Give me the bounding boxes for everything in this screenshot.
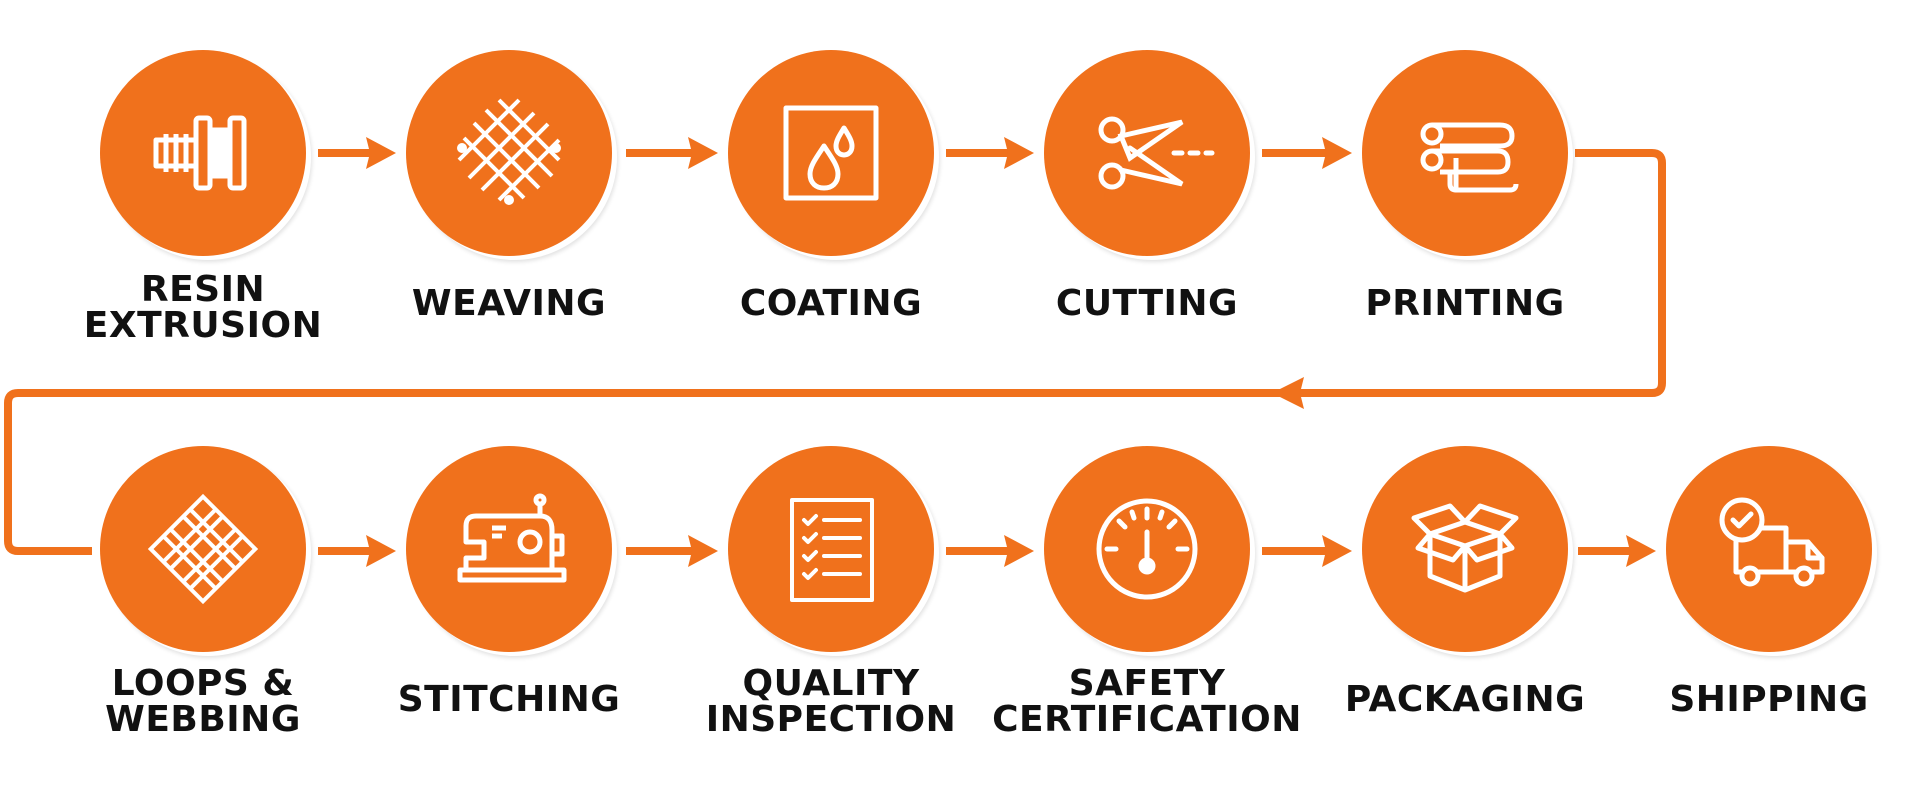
- step-circle: [1666, 446, 1872, 652]
- step-circle: [100, 446, 306, 652]
- delivery-truck-icon: [1719, 497, 1825, 587]
- step-printing: PRINTING: [1362, 50, 1568, 322]
- step-coating: COATING: [728, 50, 934, 322]
- flow-arrow: [946, 535, 1034, 567]
- flow-arrow: [1262, 535, 1352, 567]
- flow-arrow: [1262, 137, 1352, 169]
- step-label: QUALITY INSPECTION: [705, 663, 957, 740]
- weave-mesh-icon: [457, 98, 561, 205]
- step-label: PACKAGING: [1344, 679, 1586, 720]
- step-label: SAFETY CERTIFICATION: [992, 663, 1302, 740]
- scissors-icon: [1098, 116, 1215, 190]
- step-safety-certification: SAFETY CERTIFICATION: [992, 446, 1301, 738]
- step-circle: [728, 50, 934, 256]
- webbing-grid-icon: [147, 493, 259, 605]
- step-loops-webbing: LOOPS & WEBBING: [100, 446, 306, 738]
- checklist-icon: [790, 498, 874, 602]
- step-stitching: STITCHING: [398, 446, 620, 718]
- step-resin-extrusion: RESIN EXTRUSION: [84, 50, 322, 344]
- step-circle: [406, 50, 612, 256]
- flow-arrow: [626, 535, 718, 567]
- step-circle: [1044, 50, 1250, 256]
- extrusion-icon: [153, 115, 247, 191]
- flow-arrow: [318, 535, 396, 567]
- open-box-icon: [1411, 503, 1519, 593]
- step-shipping: SHIPPING: [1666, 446, 1872, 718]
- wrap-connector-arrowhead: [1272, 377, 1304, 409]
- gauge-icon: [1096, 498, 1198, 600]
- step-circle: [1044, 446, 1250, 652]
- droplets-icon: [783, 105, 879, 201]
- step-circle: [406, 446, 612, 652]
- step-cutting: CUTTING: [1044, 50, 1250, 322]
- flow-arrow: [318, 137, 396, 169]
- step-label: SHIPPING: [1669, 679, 1869, 720]
- step-label: RESIN EXTRUSION: [83, 269, 323, 346]
- step-label: PRINTING: [1365, 283, 1565, 324]
- flow-arrow: [1578, 535, 1656, 567]
- printing-rollers-icon: [1420, 122, 1519, 193]
- wrap-connector-line: [4, 149, 1666, 555]
- flow-arrow: [626, 137, 718, 169]
- step-label: COATING: [739, 283, 923, 324]
- step-label: LOOPS & WEBBING: [105, 663, 301, 740]
- step-label: STITCHING: [397, 679, 621, 720]
- step-circle: [728, 446, 934, 652]
- flow-arrow: [946, 137, 1034, 169]
- step-quality-inspection: QUALITY INSPECTION: [706, 446, 956, 738]
- step-packaging: PACKAGING: [1345, 446, 1585, 718]
- step-circle: [1362, 50, 1568, 256]
- step-label: WEAVING: [411, 283, 607, 324]
- step-circle: [1362, 446, 1568, 652]
- step-label: CUTTING: [1055, 283, 1239, 324]
- step-weaving: WEAVING: [406, 50, 612, 322]
- sewing-machine-icon: [457, 493, 567, 583]
- step-circle: [100, 50, 306, 256]
